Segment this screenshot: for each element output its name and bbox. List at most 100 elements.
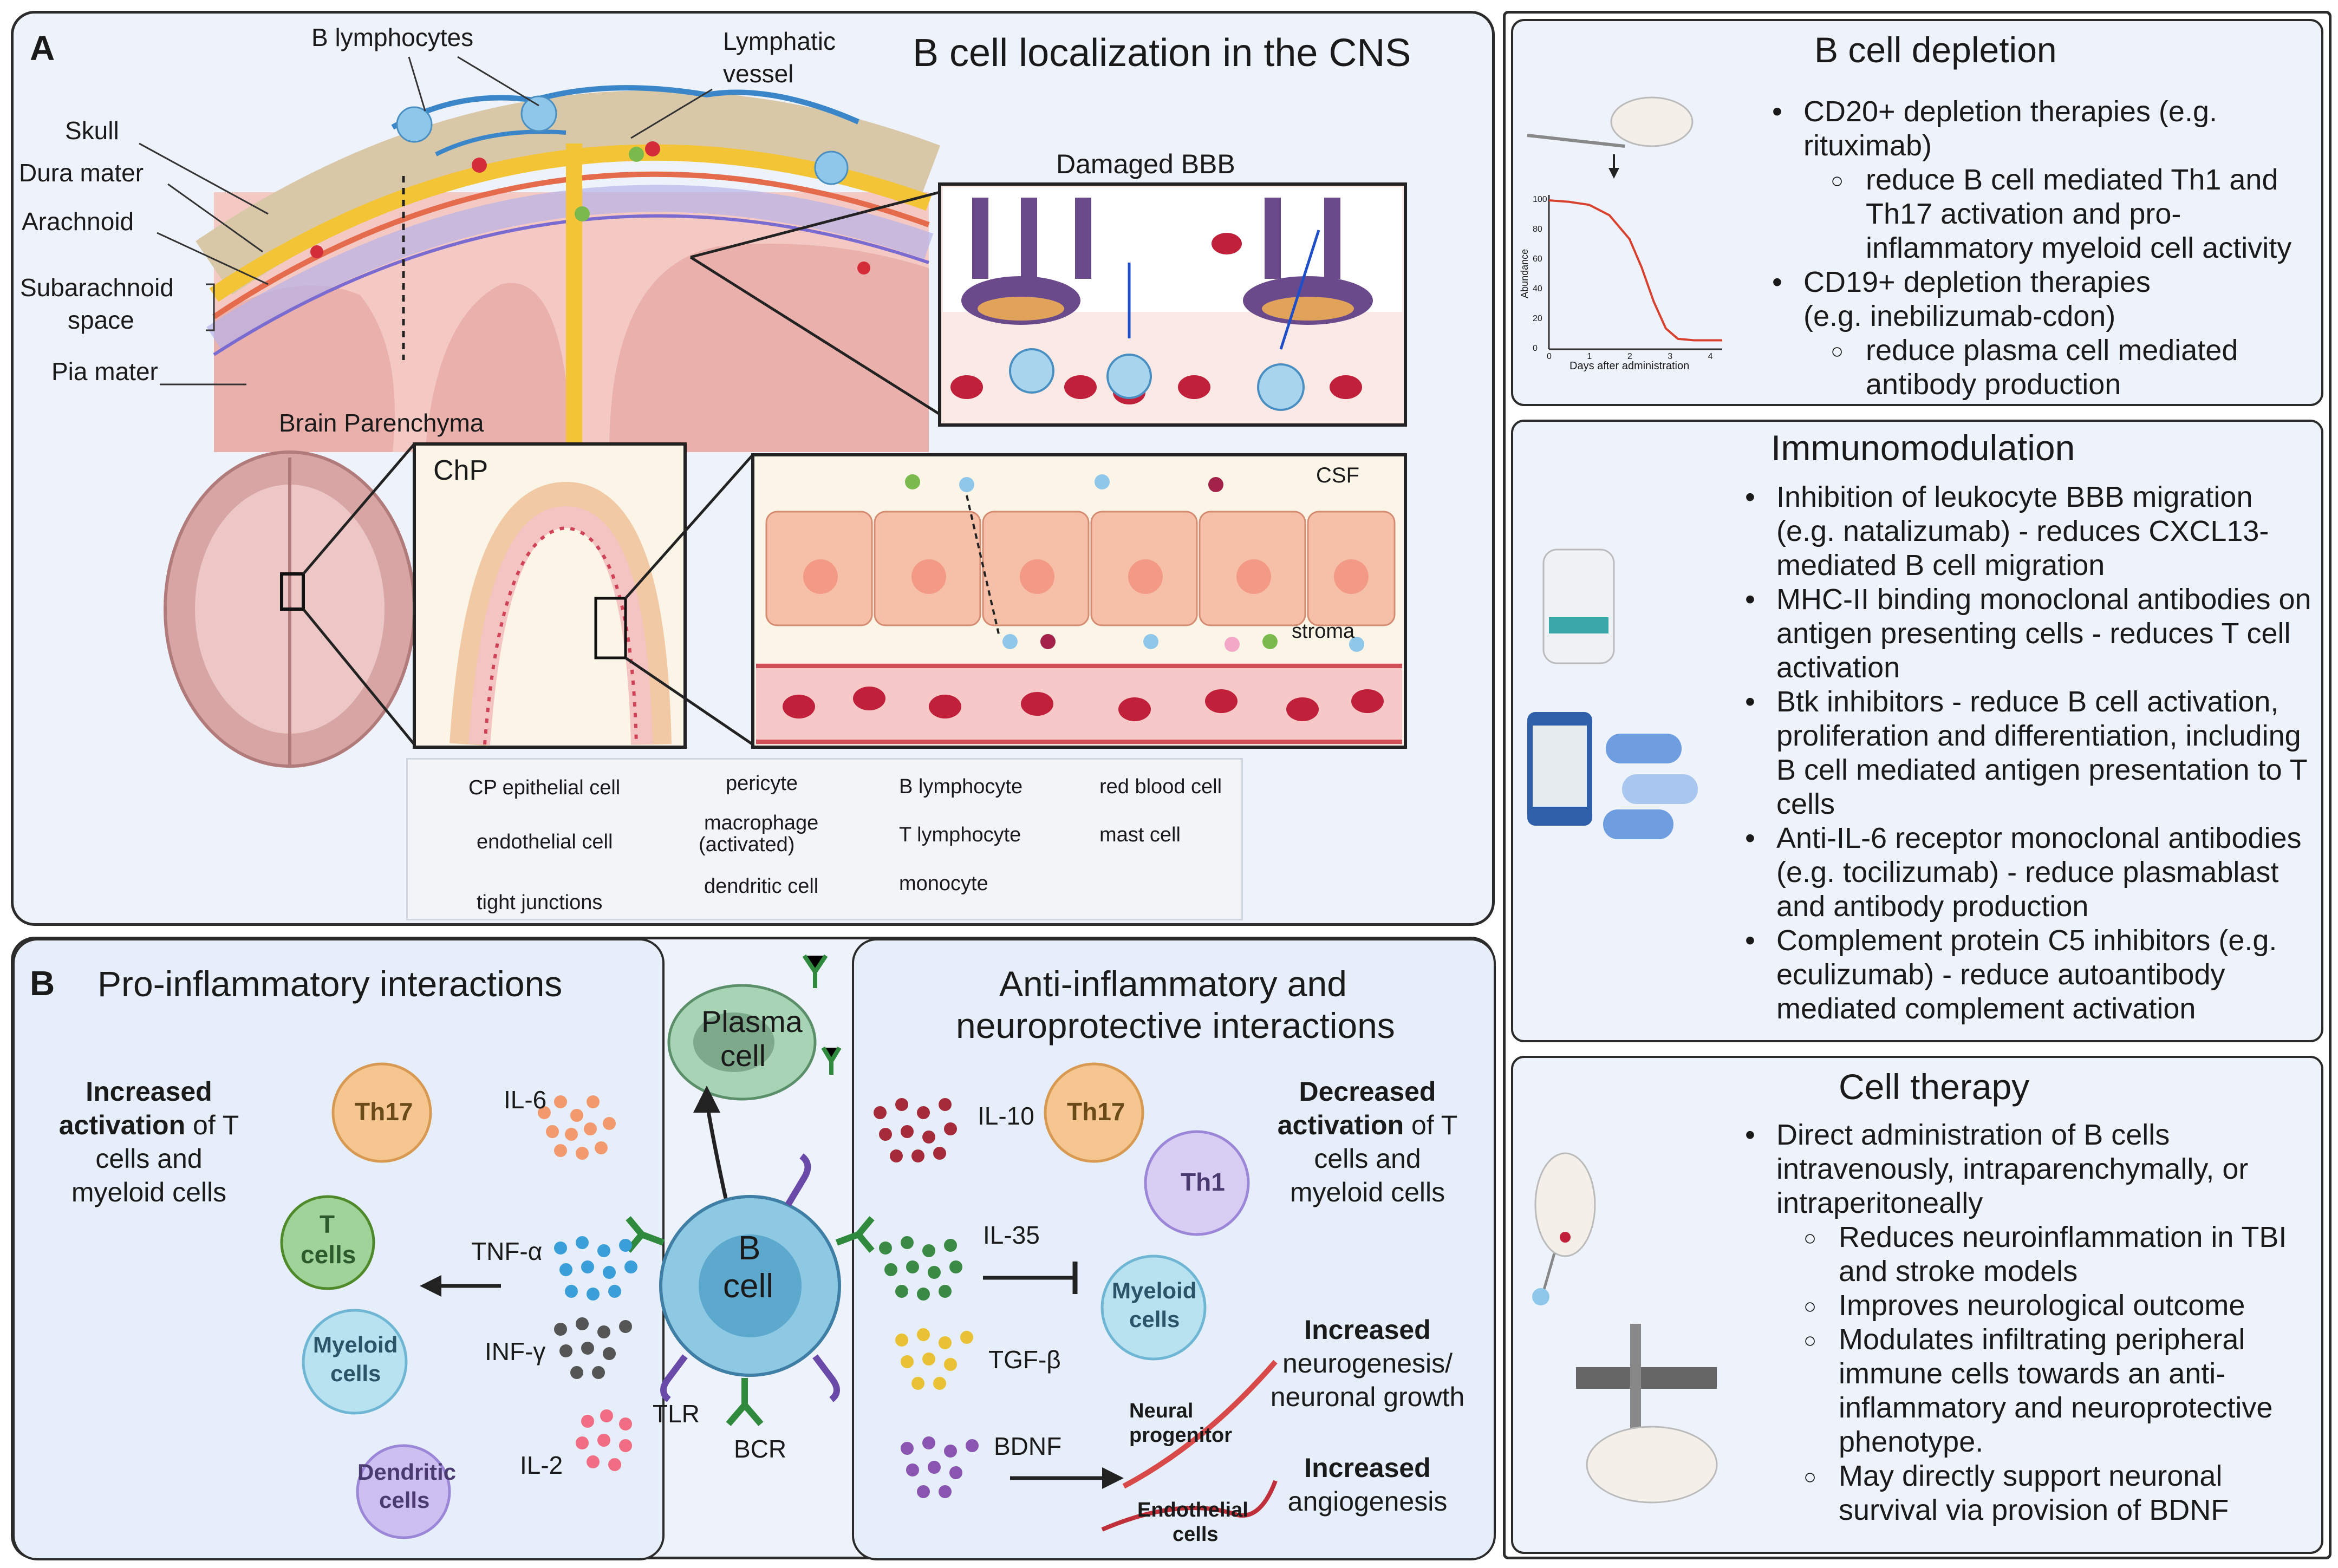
cytokine-label-tnfa: TNF-α [471,1237,543,1265]
myeloid-label-1: Myeloid [313,1332,398,1357]
damaged-bbb-label: Damaged BBB [1056,149,1235,179]
cp-epithelium [765,511,1396,626]
celltherapy-bullet-item: immune cells towards an anti- [1839,1357,2226,1390]
dendritic-label-1: Dendritic [357,1459,457,1485]
stroma-label: stroma [1292,620,1355,643]
immuno-bullet-item: MHC-II binding monoclonal antibodies on [1738,583,2311,617]
scattered-cells [310,141,870,275]
cytokine-infg [554,1317,632,1379]
mouse-icon [1610,96,1694,147]
dendritic-label-2: cells [379,1487,430,1513]
bbb-b-cells [1009,348,1305,411]
depletion-bullet-item: reduce plasma cell mediated [1766,334,2291,369]
panel-a: A B cell localization in the CNS [11,11,1495,926]
immuno-bullet-item: and antibody production [1776,890,2089,923]
immuno-list: Inhibition of leukocyte BBB migration(e.… [1738,480,2311,1026]
th17-cell-icon [331,1062,432,1163]
immuno-bullet-item: activation [1776,651,1900,684]
lymphatic-vessel [391,85,860,130]
plasma-label-2: cell [720,1038,766,1073]
depletion-illustration [1527,96,1722,350]
celltherapy-bullet-item: Improves neurological outcome [1738,1289,2287,1324]
graph-ytick: 60 [1533,254,1542,264]
myeloid-label-2: cells [330,1361,381,1386]
celltherapy-illustration [1532,1152,1718,1504]
cytokine-label-tgfb: TGF-β [988,1345,1061,1374]
cytokine-tnfa [554,1236,637,1301]
celltherapy-bullet-item: May directly support neuronal [1738,1459,2287,1494]
immuno-bullet-item: proliferation and differentiation, inclu… [1776,720,2301,752]
panel-b-illustration [14,939,1496,1560]
depletion-bullet-item: CD20+ depletion therapies (e.g. [1766,95,2291,129]
graph-xtick: 2 [1627,352,1632,361]
neural-progenitor-label-1: Neural [1129,1400,1194,1422]
anti-effect-1: Decreased activation of T cells and myel… [1277,1076,1458,1207]
mouse-icon-2 [1534,1152,1596,1257]
pia-label: Pia mater [51,357,158,386]
panel-a-title: B cell localization in the CNS [913,31,1411,75]
immuno-bullet-item: Anti-IL-6 receptor monoclonal antibodies [1738,821,2311,855]
immuno-bullet-item: Btk inhibitors - reduce B cell activatio… [1738,685,2311,719]
plasma-label-1: Plasma [701,1004,803,1038]
anti-effect-3: Increased angiogenesis [1287,1453,1448,1517]
graph-xtick: 4 [1708,352,1713,361]
celltherapy-bullet-item: intravenously, intraparenchymally, or [1776,1153,2249,1185]
legend-dendritic: dendritic cell [704,875,819,898]
t-cells-label-2: cells [301,1240,356,1269]
t-cells-label-1: T [320,1210,335,1238]
pia-layer [213,214,929,356]
depletion-bullet-item: CD19+ depletion therapies [1766,265,2291,299]
endothelial-label-1: Endothelial [1137,1499,1248,1521]
cytokine-label-il6: IL-6 [504,1086,547,1114]
depletion-list: CD20+ depletion therapies (e.g.rituximab… [1766,95,2291,402]
legend-b-lymphocyte: B lymphocyte [899,775,1023,798]
legend-macrophage-2: (activated) [699,833,795,856]
pro-effect: Increased activation of T cells and myel… [58,1076,239,1207]
cytokine-bdnf [901,1436,979,1498]
graph-ytick: 100 [1533,195,1547,204]
panel-b: B Pro-inflammatory interactions Anti-inf… [11,937,1496,1560]
legend-mast-cell: mast cell [1099,824,1181,846]
myeloid-anti-label-2: cells [1129,1306,1180,1332]
bcr-label: BCR [734,1435,787,1463]
pro-arrow [420,1275,441,1297]
gyrus-right [609,244,929,452]
celltherapy-list: Direct administration of B cellsintraven… [1738,1118,2287,1527]
sinus [566,143,582,452]
immuno-bullet-item: (e.g. natalizumab) - reduces CXCL13- [1776,515,2269,547]
pill-icons [1603,734,1698,839]
csf-label: CSF [1316,463,1359,487]
b-lymphocytes-label: B lymphocytes [311,23,474,51]
bcell-label-2: cell [723,1268,774,1305]
celltherapy-bullet-item: and stroke models [1839,1255,2078,1288]
graph-xtick: 0 [1547,352,1552,361]
th17-anti-cell-icon [1044,1062,1144,1163]
immuno-bullet-item: (e.g. tocilizumab) - reduce plasmablast [1776,856,2279,888]
myeloid-anti-cell-icon [1100,1255,1207,1361]
meninges-leaders [139,56,713,386]
t-cell-icon [280,1195,375,1290]
celltherapy-bullet-item: Reduces neuroinflammation in TBI [1738,1220,2287,1256]
arachnoid-label: Arachnoid [22,207,134,236]
endothelial-label-2: cells [1173,1523,1219,1546]
legend-monocyte: monocyte [899,872,988,895]
celltherapy-bullet-item: phenotype. [1839,1426,1984,1458]
depletion-bullet-item: rituximab) [1803,129,1932,162]
skull-label: Skull [65,116,119,145]
bcell-label-1: B [738,1230,761,1267]
celltherapy-bullet-item: Modulates infiltrating peripheral [1738,1323,2287,1358]
subarachnoid-layer [206,185,934,350]
neural-progenitor-label-2: progenitor [1129,1424,1232,1447]
cytokine-label-il2: IL-2 [520,1451,563,1479]
graph-ytick: 20 [1533,314,1542,323]
neural-progenitor-icon [1122,1360,1278,1489]
panel-a-label: A [30,29,55,68]
celltherapy-bullet-item: inflammatory and neuroprotective [1839,1391,2273,1424]
graph-xtick: 1 [1587,352,1592,361]
parenchyma-label: Brain Parenchyma [279,409,484,437]
anti-effect-2: Increased neurogenesis/ neuronal growth [1270,1315,1465,1412]
lymphatic-label-2: vessel [723,60,794,88]
cytokine-il10 [874,1098,957,1162]
immuno-bullet-item: cells [1776,788,1835,820]
celltherapy-bullet-item: Direct administration of B cells [1738,1118,2287,1152]
